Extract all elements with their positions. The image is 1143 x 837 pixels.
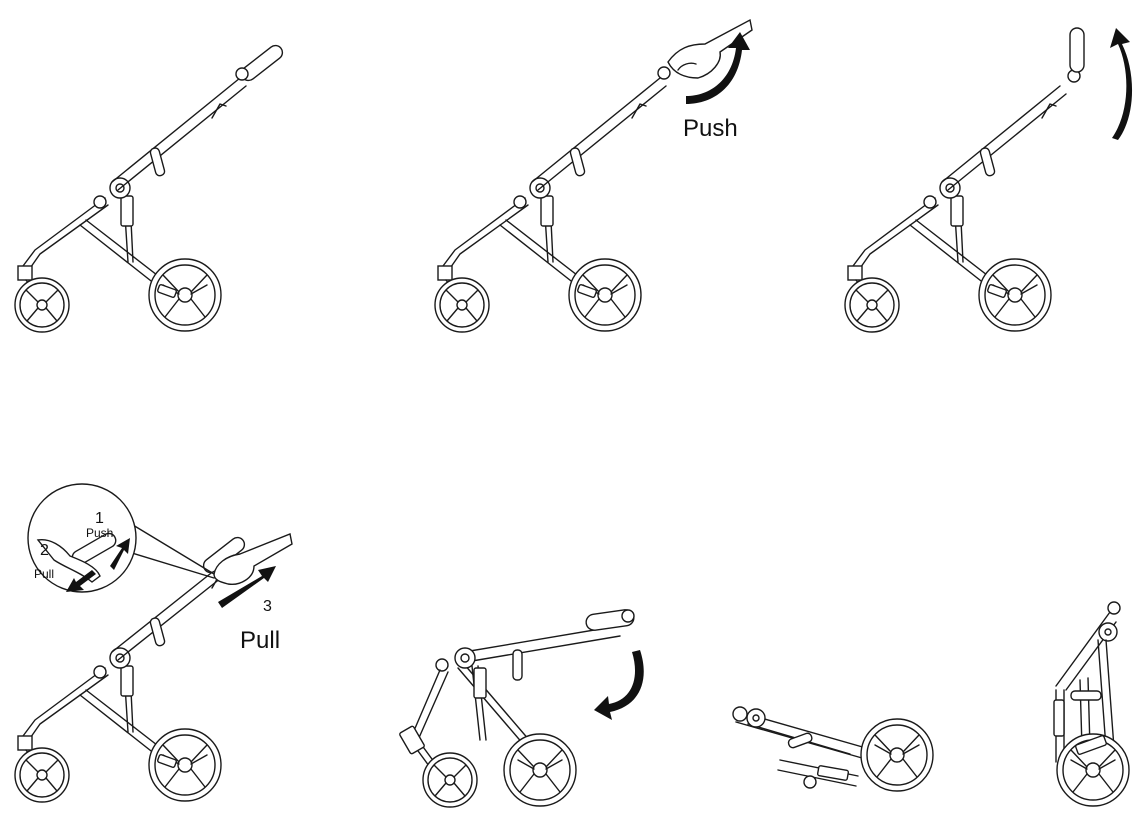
step-4-number-3: 3 [263,598,272,615]
pull-arrow-icon [218,566,276,608]
step-6-illustration [732,706,934,792]
step-3-illustration [845,27,1133,332]
rotate-arrow-icon [1110,28,1133,140]
zoom-push-arrow-icon [110,538,130,570]
step-1-illustration [15,44,284,332]
step-5-illustration [399,609,644,808]
step-2-illustration [435,18,753,332]
step-2-push-label: Push [683,115,738,142]
zoom-pull-arrow-icon [66,570,96,592]
zoom-step-1-number: 1 [95,510,104,527]
step-7-illustration [1053,601,1130,807]
zoom-push-label: Push [86,526,113,540]
zoom-step-2-number: 2 [40,542,49,559]
step-4-zoom-detail [27,483,137,593]
zoom-pull-label: Pull [34,567,54,581]
fold-down-arrow-icon [594,650,644,720]
step-4-illustration [15,521,293,802]
step-4-pull-label: Pull [240,627,280,654]
push-arrow-icon [686,32,750,104]
